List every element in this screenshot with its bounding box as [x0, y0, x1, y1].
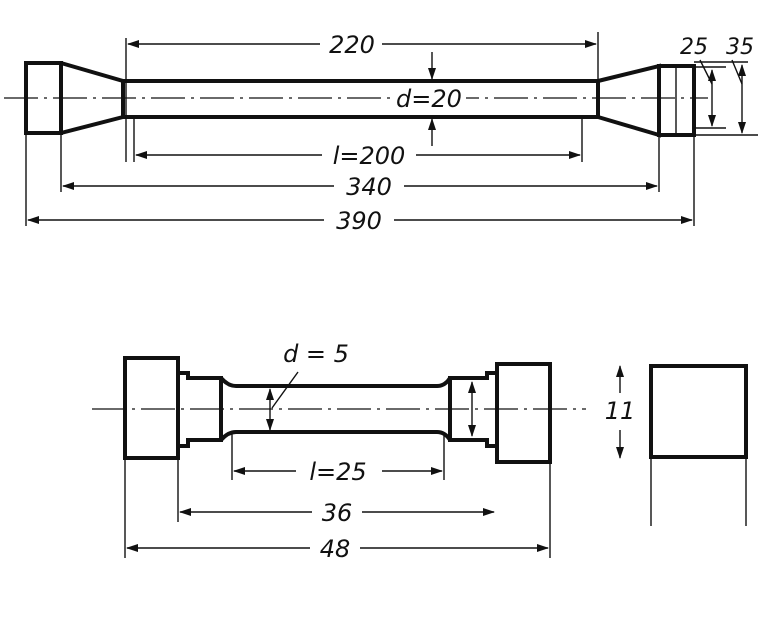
leader-35	[731, 59, 743, 85]
dim-390-label: 390	[336, 207, 382, 235]
dim-36-label: 36	[322, 499, 353, 527]
top-left-grip	[24, 61, 63, 135]
dim-label-bg	[324, 206, 394, 234]
top-right-taper	[597, 63, 661, 138]
bottom-right-shoulder	[448, 371, 497, 448]
dim-48-label: 48	[320, 535, 351, 563]
dim-d20-label: d=20	[396, 85, 462, 113]
dim-d5-label: d = 5	[283, 340, 349, 368]
dim-25-label: 25	[680, 35, 708, 60]
top-specimen: 220 d=20 l=200 340 390 25 35	[4, 30, 758, 235]
bottom-gauge-bottom	[219, 430, 452, 442]
bottom-left-head	[123, 356, 180, 460]
dim-l200-label: l=200	[333, 142, 406, 170]
dim-label-bg	[310, 534, 360, 562]
top-gauge-section	[121, 79, 600, 119]
dim-11-label: 11	[605, 397, 636, 425]
dim-label-bg	[296, 457, 382, 485]
bottom-specimen: d = 5 l=25 36 48 11	[92, 340, 748, 563]
bottom-side-view	[649, 364, 748, 459]
dim-label-bg	[312, 498, 362, 526]
dim-35-label: 35	[726, 35, 754, 60]
dim-l25-label: l=25	[309, 458, 366, 486]
bottom-right-head	[495, 362, 552, 464]
dim-label-bg	[322, 141, 416, 169]
dim-340-label: 340	[346, 173, 392, 201]
dim-label-bg	[392, 86, 466, 110]
leader-25	[699, 59, 713, 85]
leader-d5	[271, 371, 299, 409]
dim-label-bg	[320, 30, 382, 58]
bottom-left-shoulder	[178, 371, 223, 448]
dim-220-label: 220	[329, 31, 375, 59]
dim-label-bg	[334, 172, 404, 200]
bottom-gauge-top	[219, 376, 452, 388]
